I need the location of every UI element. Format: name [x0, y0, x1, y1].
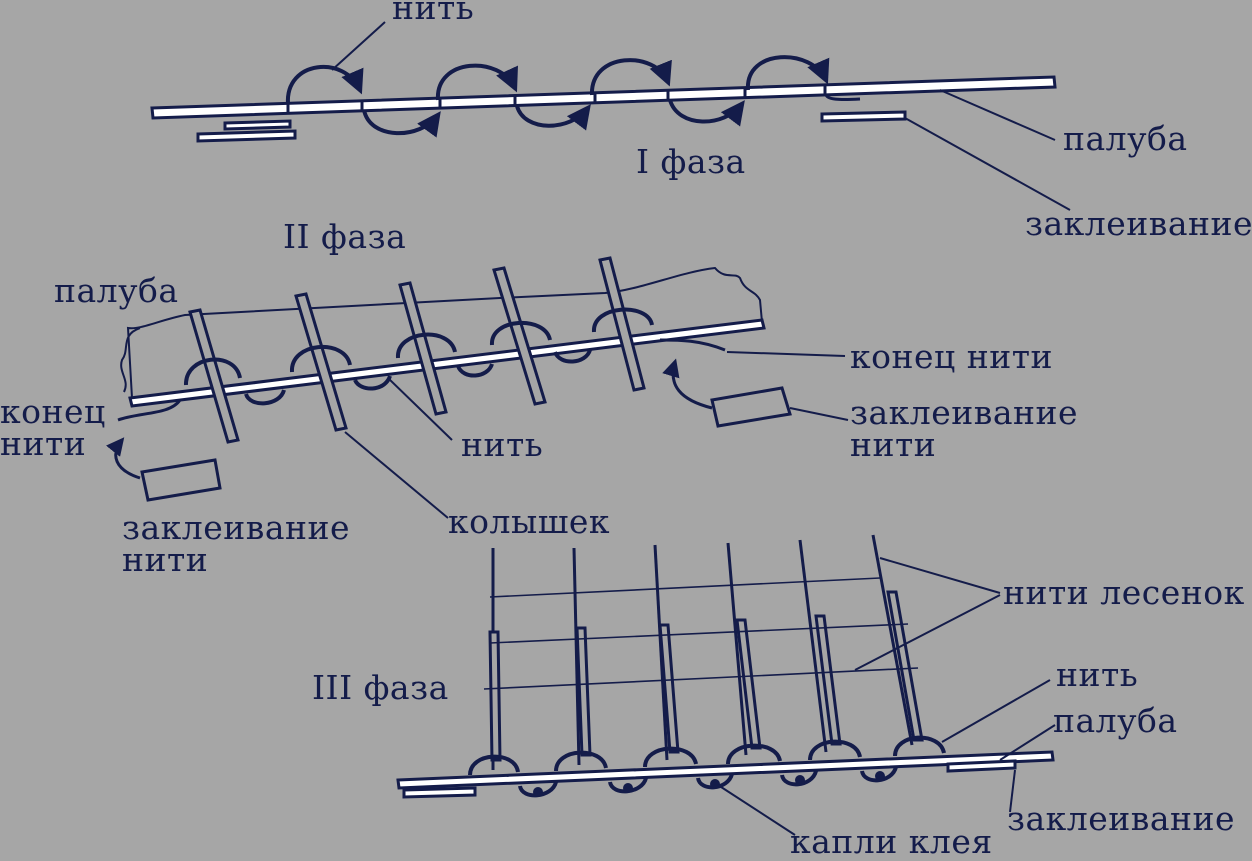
phase3-glue-drops — [533, 771, 885, 797]
phase1-deck-label: палуба — [1063, 119, 1188, 158]
phase3-glued-ends — [402, 759, 1017, 799]
phase2-deck — [126, 266, 764, 400]
phase3-posts — [491, 534, 914, 770]
phase2-thread-arcs — [183, 307, 654, 406]
phase3-ladder-threads-label: нити лесенок — [1003, 573, 1245, 612]
phase3-deck — [396, 750, 1055, 790]
phase2-deck-label: палуба — [54, 271, 179, 310]
phase3-ladder-threads — [483, 577, 919, 690]
phase1-title: I фаза — [636, 142, 746, 181]
phase3-gluing-label: заклеивание — [1007, 799, 1236, 838]
phase2-thread-gluing-left-1: заклеивание — [122, 508, 351, 547]
phase3-glue-drops-label: капли клея — [790, 822, 993, 861]
phase3-thread-label: нить — [1056, 655, 1139, 694]
phase3-deck-label: палуба — [1053, 701, 1178, 740]
phase3-title: III фаза — [312, 668, 449, 707]
phase2-thread-gluing-right-1: заклеивание — [850, 393, 1079, 432]
phase1-stitch-marks — [286, 85, 827, 113]
phase2-thread-end-right: конец нити — [850, 337, 1053, 376]
phase2-pegs — [188, 256, 646, 444]
phase2-deck-edge — [128, 318, 766, 408]
phase3-leaders — [717, 557, 1056, 836]
phase3-sticks — [488, 590, 924, 762]
phase2-thread-ends — [117, 338, 726, 422]
phase1-thread-loops-lower — [362, 99, 745, 138]
phase2-thread-label: нить — [461, 425, 544, 464]
phase1-thread-label: нить — [392, 0, 475, 27]
phase2-leaders — [344, 351, 849, 519]
phase2-thread-end-left-2: нити — [0, 424, 87, 463]
phase1-leaders — [331, 21, 1071, 211]
phase2-thread-end-left-1: конец — [0, 392, 106, 431]
phase1-deck — [150, 75, 1057, 120]
phase2-drawing — [105, 256, 849, 519]
phase2-thread-gluing-right-2: нити — [850, 425, 937, 464]
phase2-glue-strips — [140, 386, 792, 502]
phase2-thread-gluing-left-2: нити — [122, 540, 209, 579]
phase3-drawing — [396, 534, 1056, 836]
phase2-peg-label: колышек — [448, 502, 611, 541]
phase1-drawing — [150, 21, 1071, 211]
phase2-arrows — [105, 358, 713, 480]
phase2-title: II фаза — [283, 217, 407, 256]
phase1-thread-loops-upper — [285, 55, 830, 105]
phase1-gluing-label: заклеивание — [1025, 204, 1252, 243]
